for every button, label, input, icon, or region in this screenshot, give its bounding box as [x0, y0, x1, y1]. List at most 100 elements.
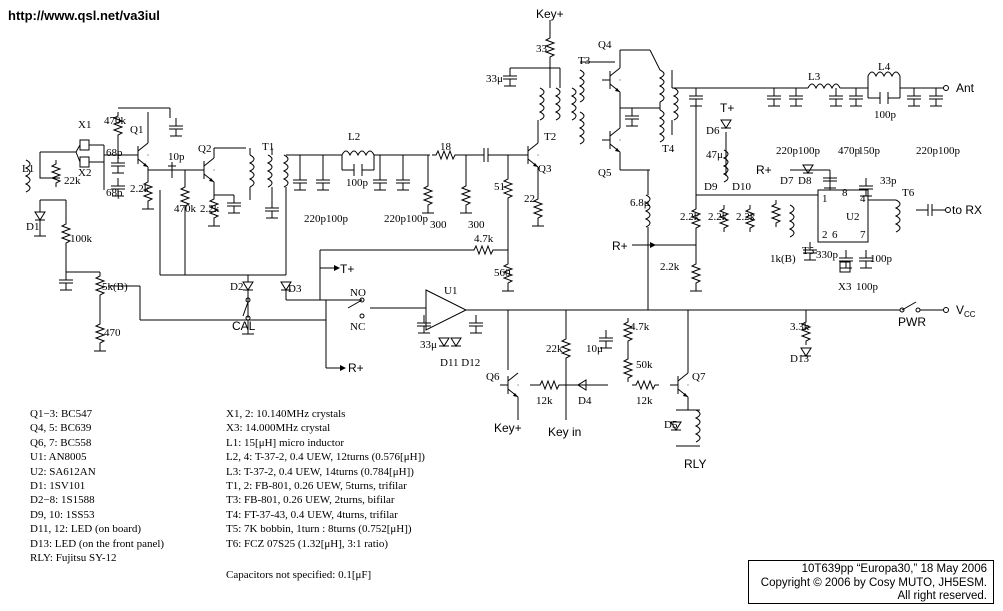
spec-line: T3: FB-801, 0.26 UEW, 2turns, bifilar	[226, 494, 395, 507]
r5k-label: 5k(B)	[102, 281, 128, 293]
q2-label: Q2	[198, 143, 211, 155]
r470k-2-label: 470k	[174, 203, 197, 215]
spec-line: T1, 2: FB-801, 0.26 UEW, 5turns, trifila…	[226, 480, 407, 493]
l1-label: L1	[22, 163, 34, 175]
capacitor-note: Capacitors not specified: 0.1[μF]	[226, 569, 372, 581]
credit-copyright: Copyright © 2006 by Cosy MUTO, JH5ESM.	[760, 576, 987, 589]
d2-label: D2	[230, 281, 243, 293]
d10-label: D10	[732, 181, 751, 193]
c33u-2-label: 33μ	[420, 339, 437, 351]
t5-label: T5	[802, 245, 815, 257]
component-specs: X1, 2: 10.140MHz crystals X3: 14.000MHz …	[226, 407, 425, 551]
r-plus-label-3: R+	[756, 163, 772, 177]
legend-line: Q6, 7: BC558	[30, 436, 92, 449]
d9-label: D9	[704, 181, 718, 193]
c47u-label: 47μ	[706, 149, 723, 161]
r560-label: 560	[494, 267, 511, 279]
spec-line: T6: FCZ 07S25 (1.32[μH], 3:1 ratio)	[226, 537, 389, 550]
d13-label: D13	[790, 353, 809, 365]
r-plus-label-2: R+	[612, 239, 628, 253]
u2-pin1-label: 1	[822, 193, 828, 205]
output-filter-section	[672, 71, 949, 195]
d4-label: D4	[578, 395, 592, 407]
spec-line: X1, 2: 10.140MHz crystals	[226, 408, 346, 420]
c220p-4-label: 220p	[916, 145, 939, 157]
c330p-label: 330p	[816, 249, 839, 261]
u2-pin4-label: 4	[860, 193, 866, 205]
source-url: http://www.qsl.net/va3iul	[8, 8, 160, 23]
t4-label: T4	[662, 143, 675, 155]
r2-2k-2-label: 2.2k	[200, 203, 220, 215]
q7-label: Q7	[692, 371, 706, 383]
no-label: NO	[350, 287, 366, 299]
legend-line: D9, 10: 1SS53	[30, 508, 95, 521]
c100p-5-label: 100p	[856, 281, 879, 293]
r4-7k-label: 4.7k	[474, 233, 494, 245]
r300-2-label: 300	[468, 219, 485, 231]
c100p-3-label: 100p	[798, 145, 821, 157]
c100p-2-label: 100p	[406, 213, 429, 225]
power-amp-section	[579, 49, 679, 310]
spec-line: T5: 7K bobbin, 1turn : 8turns (0.752[μH]…	[226, 523, 412, 536]
t1-label: T1	[262, 141, 274, 153]
q5-label: Q5	[598, 167, 612, 179]
q6-label: Q6	[486, 371, 500, 383]
c220p-1-label: 220p	[304, 213, 327, 225]
r18-label: 18	[440, 141, 452, 153]
c100p-l2-label: 100p	[346, 177, 369, 189]
r300-1-label: 300	[430, 219, 447, 231]
r2-2k-4-label: 2.2k	[680, 211, 700, 223]
u2-pin8-label: 8	[842, 187, 848, 199]
key-in-label: Key in	[548, 425, 581, 439]
credit-title: 10T639pp “Europa30,” 18 May 2006	[801, 563, 987, 575]
vcc-label: VCC	[956, 303, 976, 319]
r4-7k-2-label: 4.7k	[630, 321, 650, 333]
r33-label: 33	[536, 43, 548, 55]
r50k-label: 50k	[636, 359, 653, 371]
legend-line: U2: SA612AN	[30, 465, 96, 478]
u2-ic-body	[817, 189, 869, 243]
spec-line: L2, 4: T-37-2, 0.4 UEW, 12turns (0.576[μ…	[226, 451, 425, 464]
d1-label: D1	[26, 221, 39, 233]
c470p-label: 470p	[838, 145, 861, 157]
u2-label: U2	[846, 211, 859, 223]
credit-box: 10T639pp “Europa30,” 18 May 2006 Copyrig…	[748, 560, 994, 604]
oscillator-section	[25, 107, 327, 352]
legend-line: D2−8: 1S1588	[30, 494, 95, 507]
r12k-1-label: 12k	[536, 395, 553, 407]
r22k-label: 22k	[64, 175, 81, 187]
d8-label: D8	[798, 175, 812, 187]
l4-label: L4	[878, 61, 891, 73]
key-section	[502, 20, 577, 143]
legend-line: Q1−3: BC547	[30, 408, 93, 420]
legend-line: U1: AN8005	[30, 451, 87, 464]
x1-label: X1	[78, 119, 91, 131]
r-plus-label-1: R+	[348, 361, 364, 375]
u1-opamp-body	[425, 289, 468, 331]
q1-label: Q1	[130, 124, 143, 136]
credit-rights: All right reserved.	[897, 590, 987, 602]
r2-2k-6-label: 2.2k	[736, 211, 756, 223]
r22-label: 22	[524, 193, 535, 205]
u2-pin6-label: 6	[832, 229, 838, 241]
legend-line: D13: LED (on the front panel)	[30, 537, 165, 550]
d7-label: D7	[780, 175, 794, 187]
r12k-2-label: 12k	[636, 395, 653, 407]
c68p-2-label: 68p	[106, 187, 123, 199]
c100p-l4-label: 100p	[874, 109, 897, 121]
r100k-label: 100k	[70, 233, 93, 245]
mixer-section	[195, 147, 326, 335]
pwr-label: PWR	[898, 315, 926, 329]
filter-driver-section	[292, 142, 545, 300]
cal-label: CAL	[232, 319, 256, 333]
r1k-label: 1k(B)	[770, 253, 796, 265]
key-plus-label-bottom: Key+	[494, 421, 522, 435]
d3-label: D3	[288, 283, 302, 295]
d5-label: D5	[664, 419, 678, 431]
c100p-6-label: 100p	[870, 253, 893, 265]
spec-line: T4: FT-37-43, 0.4 UEW, 4turns, trifilar	[226, 508, 398, 521]
t-plus-label-2: T+	[720, 101, 734, 115]
q3-label: Q3	[538, 163, 552, 175]
legend-line: Q4, 5: BC639	[30, 422, 92, 435]
c100p-4-label: 100p	[938, 145, 961, 157]
